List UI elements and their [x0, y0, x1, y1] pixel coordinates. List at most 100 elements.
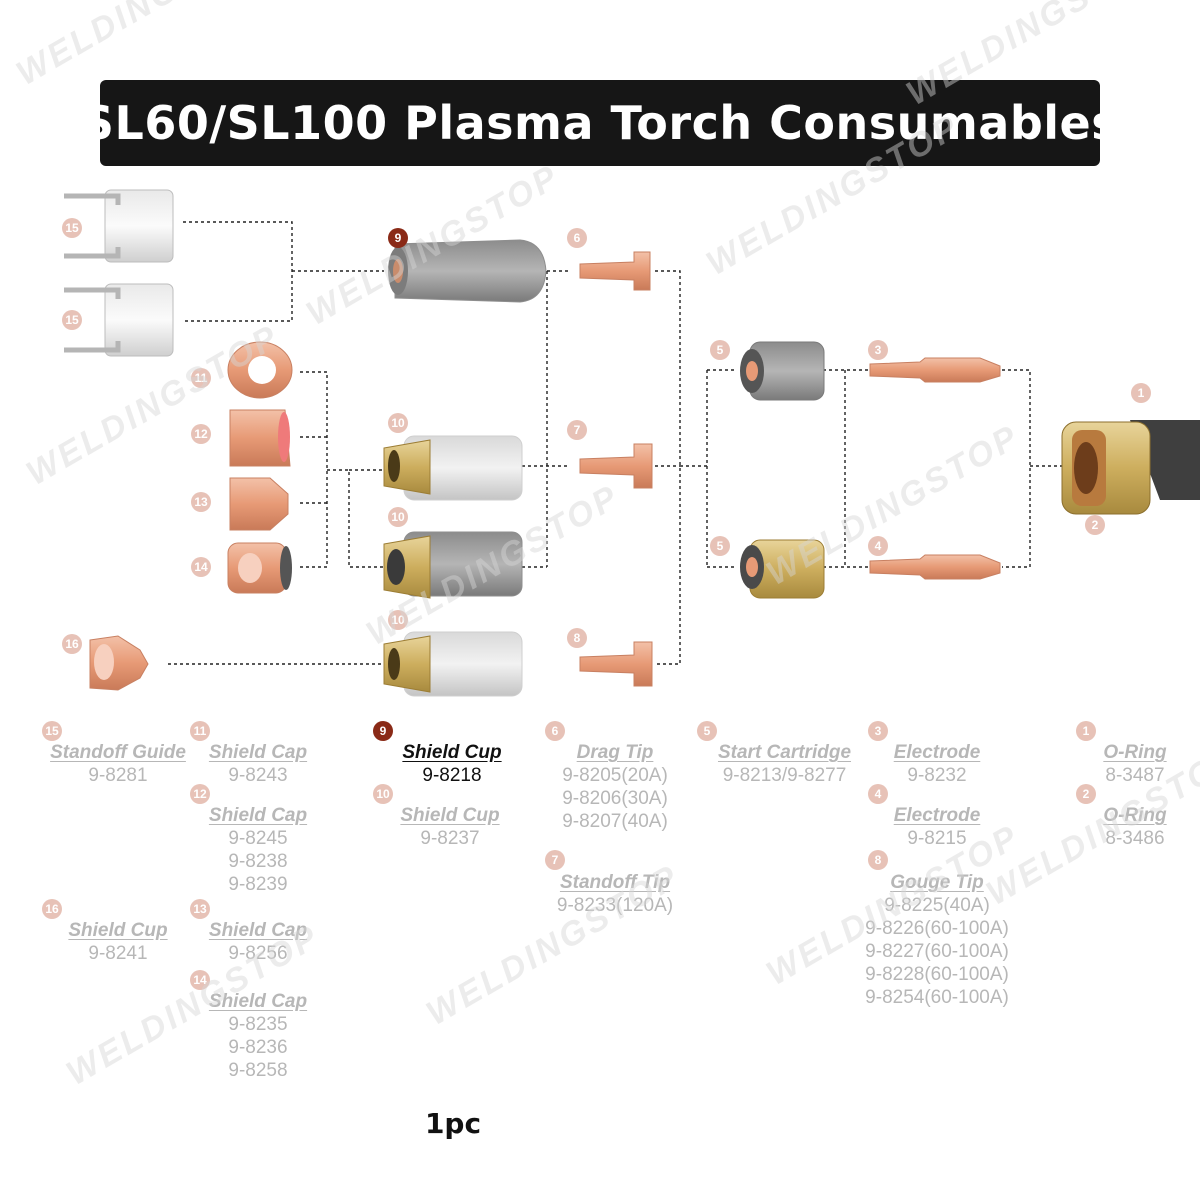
part-code: 8-3486	[1105, 828, 1165, 849]
badge-1: 1	[1131, 383, 1151, 403]
badge-6: 6	[567, 228, 587, 248]
part-name: Start Cartridge	[717, 742, 852, 763]
shield-cap-12	[229, 409, 291, 467]
part-code: 9-8258	[228, 1060, 288, 1081]
part-name: Shield Cap	[208, 920, 308, 941]
part-name: Shield Cap	[208, 742, 308, 763]
part-code: 9-8207(40A)	[562, 811, 668, 832]
part-code: 9-8235	[228, 1014, 288, 1035]
label-badge-6: 6	[545, 721, 565, 741]
part-code: 9-8228(60-100A)	[865, 964, 1009, 985]
quantity-label: 1pc	[424, 1107, 482, 1140]
part-name: O-Ring	[1103, 742, 1167, 763]
label-badge-9: 9	[373, 721, 393, 741]
badge-3: 3	[868, 340, 888, 360]
label-badge-3: 3	[868, 721, 888, 741]
electrode-3	[869, 357, 1001, 383]
badge-9: 9	[388, 228, 408, 248]
shield-cap-14	[227, 542, 292, 594]
start-cartridge-5a	[740, 341, 825, 401]
label-badge-4: 4	[868, 784, 888, 804]
part-code: 9-8218	[422, 765, 482, 786]
shield-cup-10b	[383, 531, 523, 599]
badge-13: 13	[191, 492, 211, 512]
part-name: Standoff Guide	[50, 742, 186, 763]
label-badge-1: 1	[1076, 721, 1096, 741]
part-code: 9-8227(60-100A)	[865, 941, 1009, 962]
label-badge-14: 14	[190, 970, 210, 990]
badge-16: 16	[62, 634, 82, 654]
part-name: Drag Tip	[576, 742, 654, 763]
part-code: 9-8233(120A)	[556, 895, 674, 916]
shield-cap-11	[227, 341, 293, 399]
part-code: 9-8215	[907, 828, 967, 849]
badge-8: 8	[567, 628, 587, 648]
badge-10: 10	[388, 507, 408, 527]
part-code: 9-8225(40A)	[884, 895, 990, 916]
standoff-guide-15b	[64, 283, 174, 357]
part-name: Gouge Tip	[890, 872, 984, 893]
part-name: Shield Cup	[68, 920, 168, 941]
shield-cup-10c	[383, 631, 523, 697]
connector-lines	[168, 221, 1062, 665]
part-name: Shield Cup	[402, 742, 502, 763]
part-code: 9-8239	[228, 874, 288, 895]
label-badge-8: 8	[868, 850, 888, 870]
badge-5: 5	[710, 340, 730, 360]
label-badge-2: 2	[1076, 784, 1096, 804]
part-code: 9-8243	[228, 765, 288, 786]
part-code: 9-8281	[88, 765, 148, 786]
part-code: 9-8237	[420, 828, 480, 849]
label-badge-16: 16	[42, 899, 62, 919]
part-code: 9-8205(20A)	[562, 765, 668, 786]
standoff-tip-7	[579, 443, 653, 489]
start-cartridge-5b	[740, 539, 825, 599]
part-code: 9-8238	[228, 851, 288, 872]
badge-15: 15	[62, 310, 82, 330]
part-name: Electrode	[893, 742, 981, 763]
page-title: SL60/SL100 Plasma Torch Consumables	[80, 96, 1120, 150]
part-name: O-Ring	[1103, 805, 1167, 826]
label-badge-15: 15	[42, 721, 62, 741]
part-name: Shield Cap	[208, 805, 308, 826]
part-code: 9-8232	[907, 765, 967, 786]
part-name: Shield Cap	[208, 991, 308, 1012]
badge-11: 11	[191, 368, 211, 388]
part-code: 9-8254(60-100A)	[865, 987, 1009, 1008]
badge-2: 2	[1085, 515, 1105, 535]
label-badge-5: 5	[697, 721, 717, 741]
label-badge-13: 13	[190, 899, 210, 919]
part-name: Shield Cup	[400, 805, 500, 826]
shield-cup-16	[89, 635, 149, 691]
electrode-4	[869, 554, 1001, 580]
badge-4: 4	[868, 536, 888, 556]
label-badge-7: 7	[545, 850, 565, 870]
part-code: 9-8206(30A)	[562, 788, 668, 809]
part-name: Standoff Tip	[559, 872, 671, 893]
part-code: 8-3487	[1105, 765, 1165, 786]
shield-cup-9	[388, 239, 547, 303]
badge-14: 14	[191, 557, 211, 577]
label-badge-10: 10	[373, 784, 393, 804]
shield-cap-13	[229, 477, 289, 531]
badge-10: 10	[388, 413, 408, 433]
badge-7: 7	[567, 420, 587, 440]
part-name: Electrode	[893, 805, 981, 826]
badge-15: 15	[62, 218, 82, 238]
badge-12: 12	[191, 424, 211, 444]
